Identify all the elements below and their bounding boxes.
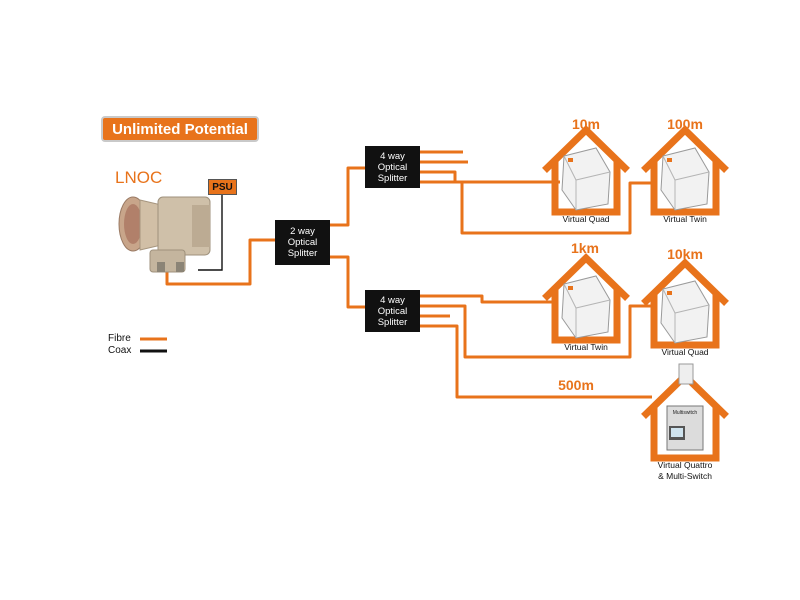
house-10m-device [561,147,611,211]
multiswitch-device [666,363,704,451]
splitter-4way-top: 4 way Optical Splitter [365,146,420,188]
house-caption-quad-10m: Virtual Quad [562,214,610,224]
house-10km [641,258,729,349]
house-100m-device [660,147,710,211]
house-caption-twin-100m: Virtual Twin [663,214,707,224]
legend-coax-label: Coax [108,345,132,356]
house-distance-10km: 10km [667,246,703,262]
house-100m [641,125,729,216]
house-1km-outline [542,253,630,344]
house-distance-100m: 100m [667,116,703,132]
houses-layer: Multiswitch [542,125,729,462]
splitter-4way-bottom: 4 way Optical Splitter [365,290,420,332]
splitter-2way: 2 way Optical Splitter [275,220,330,265]
house-1km-device [561,275,611,339]
fibre-2way-to-4way-bottom [330,255,365,309]
fibre-top-to-100m [420,180,652,235]
fibre-top-to-10m [420,170,560,184]
house-caption-twin-1km: Virtual Twin [564,342,608,352]
house-100m-outline [641,125,729,216]
house-1km [542,253,630,344]
house-caption-quattro-500m: Virtual Quattro & Multi-Switch [657,460,713,481]
house-10m [542,125,630,216]
splitter-4way-bottom-label: 4 way Optical Splitter [377,294,408,328]
splitter-4way-top-label: 4 way Optical Splitter [377,150,408,184]
fibre-bottom-to-1km [420,294,556,304]
multiswitch-label: Multiswitch [673,410,698,416]
title-badge: Unlimited Potential [101,116,259,142]
legend-fibre-label: Fibre [108,333,131,344]
house-distance-500m: 500m [558,377,594,393]
house-caption-quad-10km: Virtual Quad [661,347,709,357]
lnoc-label: LNOC [115,168,163,187]
fibre-2way-to-4way-top [330,166,365,227]
house-distance-1km: 1km [570,240,600,256]
coax-psu-line [198,195,223,271]
lnoc-device [118,196,211,273]
fibre-bottom-to-500m [420,324,652,399]
fibre-lnoc-to-2way [165,238,275,286]
house-500m: Multiswitch [641,363,729,462]
psu-box: PSU [208,179,237,195]
house-10km-outline [641,258,729,349]
house-distance-10m: 10m [571,116,601,132]
fibre-bottom-to-10km [420,304,652,359]
fibre-lines [165,150,652,399]
splitter-2way-label: 2 way Optical Splitter [287,226,318,259]
house-10km-device [660,280,710,344]
house-10m-outline [542,125,630,216]
